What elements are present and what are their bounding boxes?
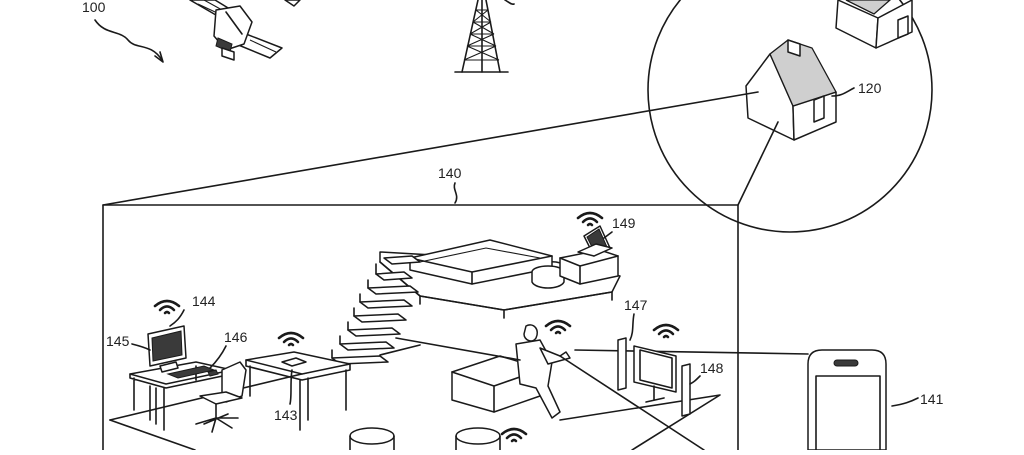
neighbor-house-icon xyxy=(835,0,913,49)
side-table-143: 143 xyxy=(245,331,351,431)
system-arrowhead xyxy=(154,51,164,63)
zoom-lines xyxy=(102,91,779,206)
wifi-icon xyxy=(500,427,528,443)
laptop-leader xyxy=(603,231,613,239)
label-144: 144 xyxy=(192,293,216,309)
room-leader xyxy=(453,182,458,204)
office-chair xyxy=(195,361,247,433)
staircase xyxy=(331,255,421,365)
house-120-icon: 120 xyxy=(745,39,882,141)
connection-lines xyxy=(395,337,809,451)
computer-leader xyxy=(169,309,185,327)
wifi-icon xyxy=(652,323,680,339)
laptop-149-icon: 149 xyxy=(576,211,636,257)
desk-item-leader xyxy=(209,345,227,369)
room-outline xyxy=(102,204,739,451)
wifi-icon xyxy=(277,331,305,347)
satellite-icon xyxy=(189,0,301,61)
system-label-group: 100 xyxy=(82,0,164,63)
floor-front-edge xyxy=(109,419,196,451)
ottoman-front-left xyxy=(349,427,395,451)
label-140: 140 xyxy=(438,165,462,181)
label-146: 146 xyxy=(224,329,248,345)
monitor-leader xyxy=(131,343,151,351)
label-147: 147 xyxy=(624,297,648,313)
phone-leader xyxy=(891,397,919,407)
loft-platform xyxy=(379,239,621,319)
tv-leader xyxy=(629,313,635,341)
system-leader-squiggle xyxy=(94,19,163,61)
wifi-icon xyxy=(576,211,604,227)
home-leader xyxy=(831,87,855,97)
desk-computer-area: 144 145 146 xyxy=(106,293,248,431)
wifi-icon xyxy=(544,319,572,335)
desk-device-leader xyxy=(289,369,293,405)
label-148: 148 xyxy=(700,360,724,376)
label-141: 141 xyxy=(920,391,944,407)
label-145: 145 xyxy=(106,333,130,349)
neighborhood-circle xyxy=(647,0,933,233)
label-120: 120 xyxy=(858,80,882,96)
cell-tower-icon xyxy=(454,0,515,73)
sofa-with-person xyxy=(451,319,572,419)
speaker-leader xyxy=(689,375,701,385)
wifi-icon xyxy=(153,299,181,315)
label-143: 143 xyxy=(274,407,298,423)
label-100: 100 xyxy=(82,0,106,15)
smartphone-141-icon: 141 xyxy=(807,349,944,451)
tv-147-icon: 147 148 xyxy=(617,297,724,417)
ottoman-front-right xyxy=(455,427,528,451)
label-149: 149 xyxy=(612,215,636,231)
